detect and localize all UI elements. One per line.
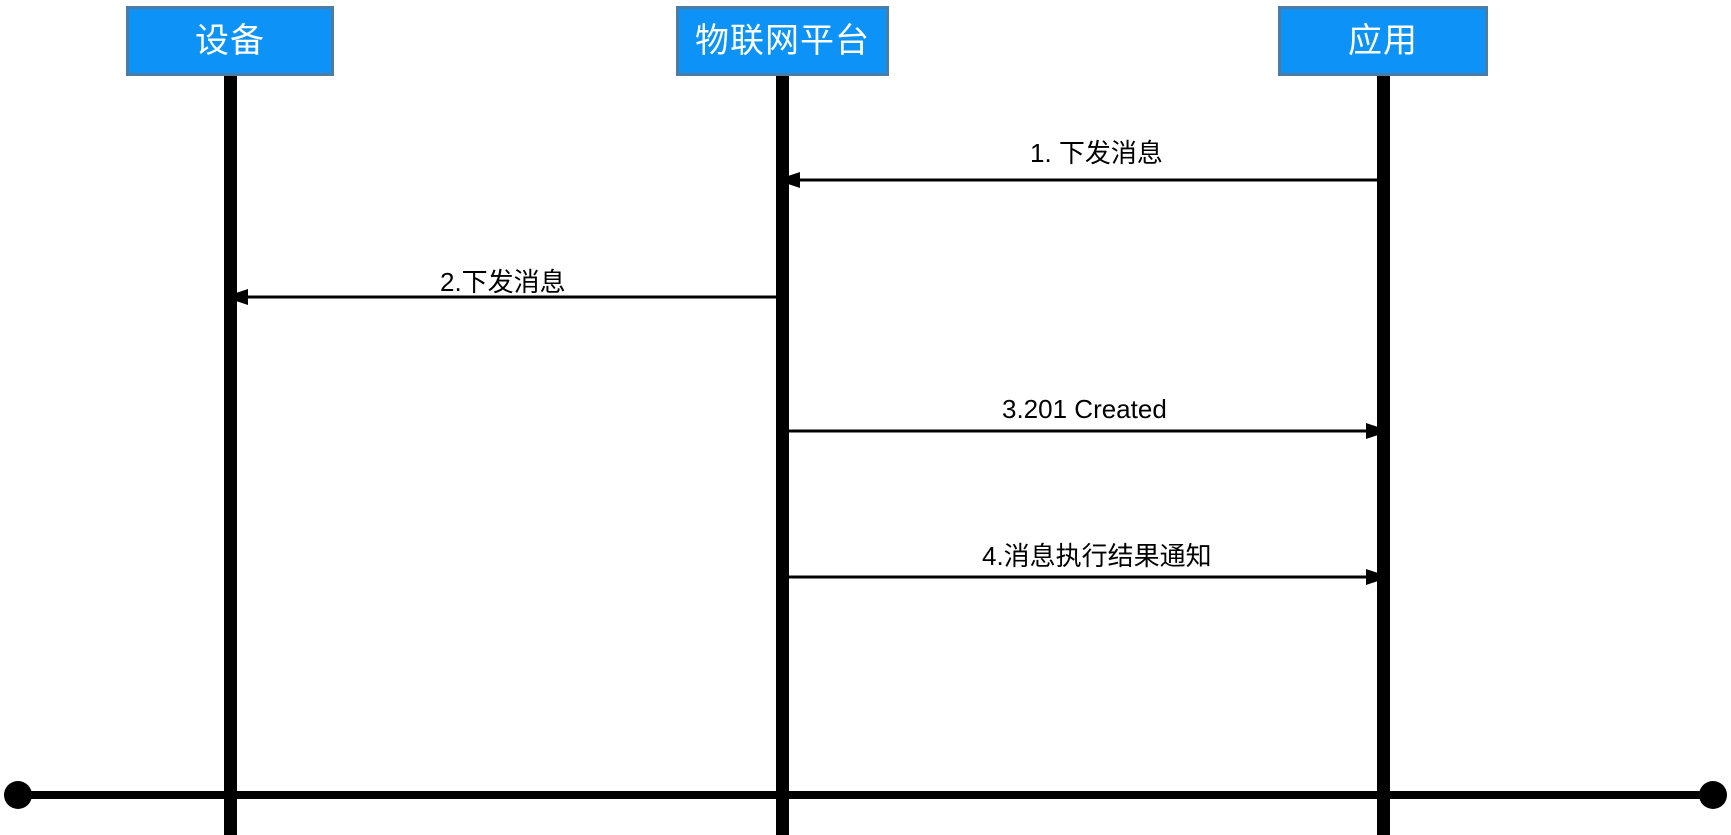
message-label-4: 4.消息执行结果通知: [982, 541, 1212, 571]
lifelines: [224, 76, 1390, 835]
message-label-1: 1. 下发消息: [1030, 138, 1163, 168]
message-arrow-3: [789, 423, 1390, 439]
footer-rule-endpoint-left: [4, 781, 32, 809]
actor-label-iot-platform: 物联网平台: [695, 22, 870, 60]
lifeline-iot-platform: [776, 76, 789, 835]
footer-rule-endpoint-right: [1699, 781, 1727, 809]
footer-rule: [4, 781, 1727, 809]
message-label-3: 3.201 Created: [1002, 394, 1167, 424]
message-label-2: 2.下发消息: [440, 267, 566, 297]
actor-box-iot-platform[interactable]: 物联网平台: [676, 6, 889, 76]
message-arrow-1: [776, 172, 1383, 188]
lifeline-application: [1377, 76, 1390, 835]
actor-label-application: 应用: [1348, 22, 1418, 60]
arrowhead-right-3: [1366, 423, 1390, 439]
message-arrow-4: [789, 569, 1390, 585]
arrowhead-left-1: [776, 172, 800, 188]
actor-label-device: 设备: [195, 22, 265, 60]
actor-box-device[interactable]: 设备: [126, 6, 334, 76]
arrowhead-right-4: [1366, 569, 1390, 585]
lifeline-device: [224, 76, 237, 835]
message-arrow-2: [224, 289, 782, 305]
arrowhead-left-2: [224, 289, 248, 305]
actor-box-application[interactable]: 应用: [1278, 6, 1488, 76]
